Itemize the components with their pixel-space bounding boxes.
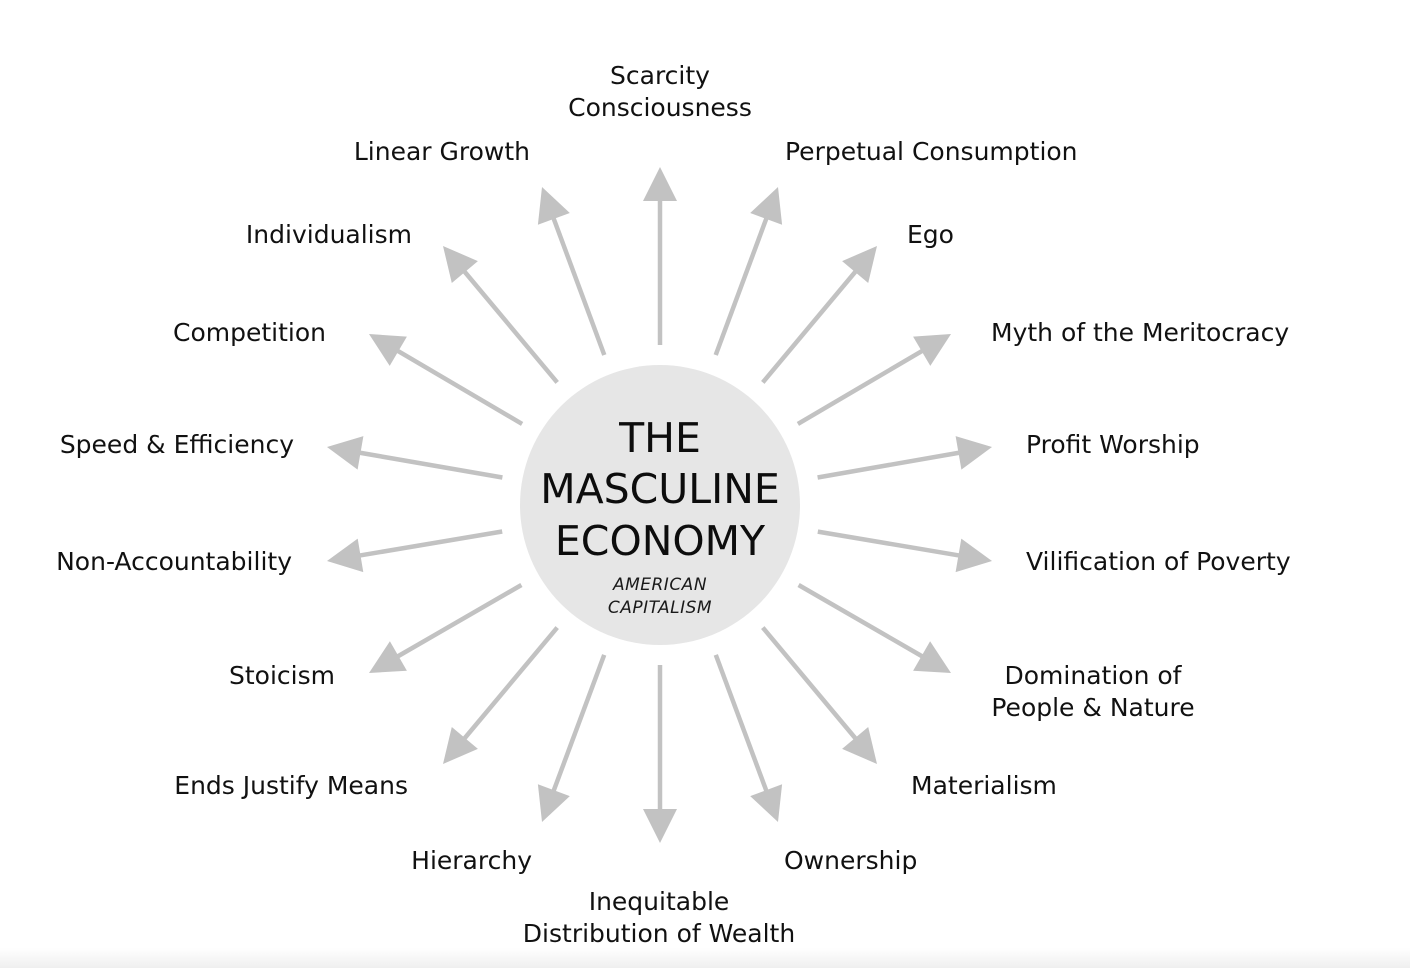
arrow-head <box>327 538 364 573</box>
arrow-head <box>443 727 478 764</box>
arrow-shaft <box>395 583 523 659</box>
arrow-head <box>369 641 407 673</box>
arrow-head <box>537 187 570 225</box>
arrow-shaft <box>358 450 503 480</box>
spoke-label: Scarcity <box>610 61 710 90</box>
arrow-shaft <box>461 269 559 384</box>
arrows-group <box>327 167 992 843</box>
spoke-label: Profit Worship <box>1026 430 1200 459</box>
bottom-edge-shade <box>0 948 1410 968</box>
center-title-line-1: THE <box>618 414 701 462</box>
arrow-shaft <box>713 654 769 793</box>
spoke-label: Consciousness <box>568 93 752 122</box>
arrow-shaft <box>395 348 524 426</box>
arrow-head <box>327 436 364 470</box>
arrow-head <box>842 246 877 283</box>
spoke-label: Speed & Efficiency <box>60 430 294 459</box>
arrow-shaft <box>358 529 503 558</box>
arrow-head <box>643 167 677 201</box>
spoke-label: Perpetual Consumption <box>785 137 1078 166</box>
spoke-label: Individualism <box>246 220 412 249</box>
arrow-shaft <box>551 654 607 793</box>
spoke-label: Distribution of Wealth <box>523 919 795 948</box>
center-title-line-2: MASCULINE <box>540 465 780 513</box>
arrow-head <box>913 334 951 366</box>
arrow-shaft <box>761 269 859 384</box>
arrow-head <box>750 187 783 225</box>
spoke-label: Stoicism <box>229 661 335 690</box>
spoke-label: Non-Accountability <box>56 547 292 576</box>
center-subtitle-line-2: CAPITALISM <box>608 598 712 618</box>
arrow-shaft <box>817 529 961 558</box>
spoke-label: Hierarchy <box>411 846 532 875</box>
arrow-shaft <box>797 583 925 659</box>
arrow-shaft <box>761 626 859 741</box>
spoke-label: Vilification of Poverty <box>1026 547 1291 576</box>
arrow-shaft <box>461 626 559 741</box>
arrow-head <box>443 246 478 283</box>
center-subtitle-line-1: AMERICAN <box>612 575 707 595</box>
spoke-label: Inequitable <box>589 887 730 916</box>
arrow-head <box>842 727 877 764</box>
spoke-label: Ends Justify Means <box>174 771 408 800</box>
spoke-label: Ego <box>907 220 954 249</box>
spoke-label: People & Nature <box>991 693 1194 722</box>
spoke-label: Linear Growth <box>354 137 530 166</box>
arrow-head <box>955 436 992 470</box>
spoke-label: Ownership <box>784 846 917 875</box>
arrow-shaft <box>817 450 961 480</box>
arrow-head <box>369 334 407 366</box>
arrow-head <box>955 538 992 573</box>
center-title-line-3: ECONOMY <box>555 517 766 565</box>
spoke-label: Competition <box>173 318 326 347</box>
spoke-label: Myth of the Meritocracy <box>991 318 1289 347</box>
arrow-shaft <box>713 216 770 356</box>
arrow-head <box>643 809 677 843</box>
arrow-shaft <box>550 216 607 356</box>
center-circle <box>520 365 800 645</box>
spoke-label: Domination of <box>1005 661 1183 690</box>
arrow-head <box>913 641 951 673</box>
arrow-head <box>537 784 570 822</box>
arrow-head <box>750 784 783 822</box>
arrow-shaft <box>796 348 925 426</box>
spoke-label: Materialism <box>911 771 1057 800</box>
